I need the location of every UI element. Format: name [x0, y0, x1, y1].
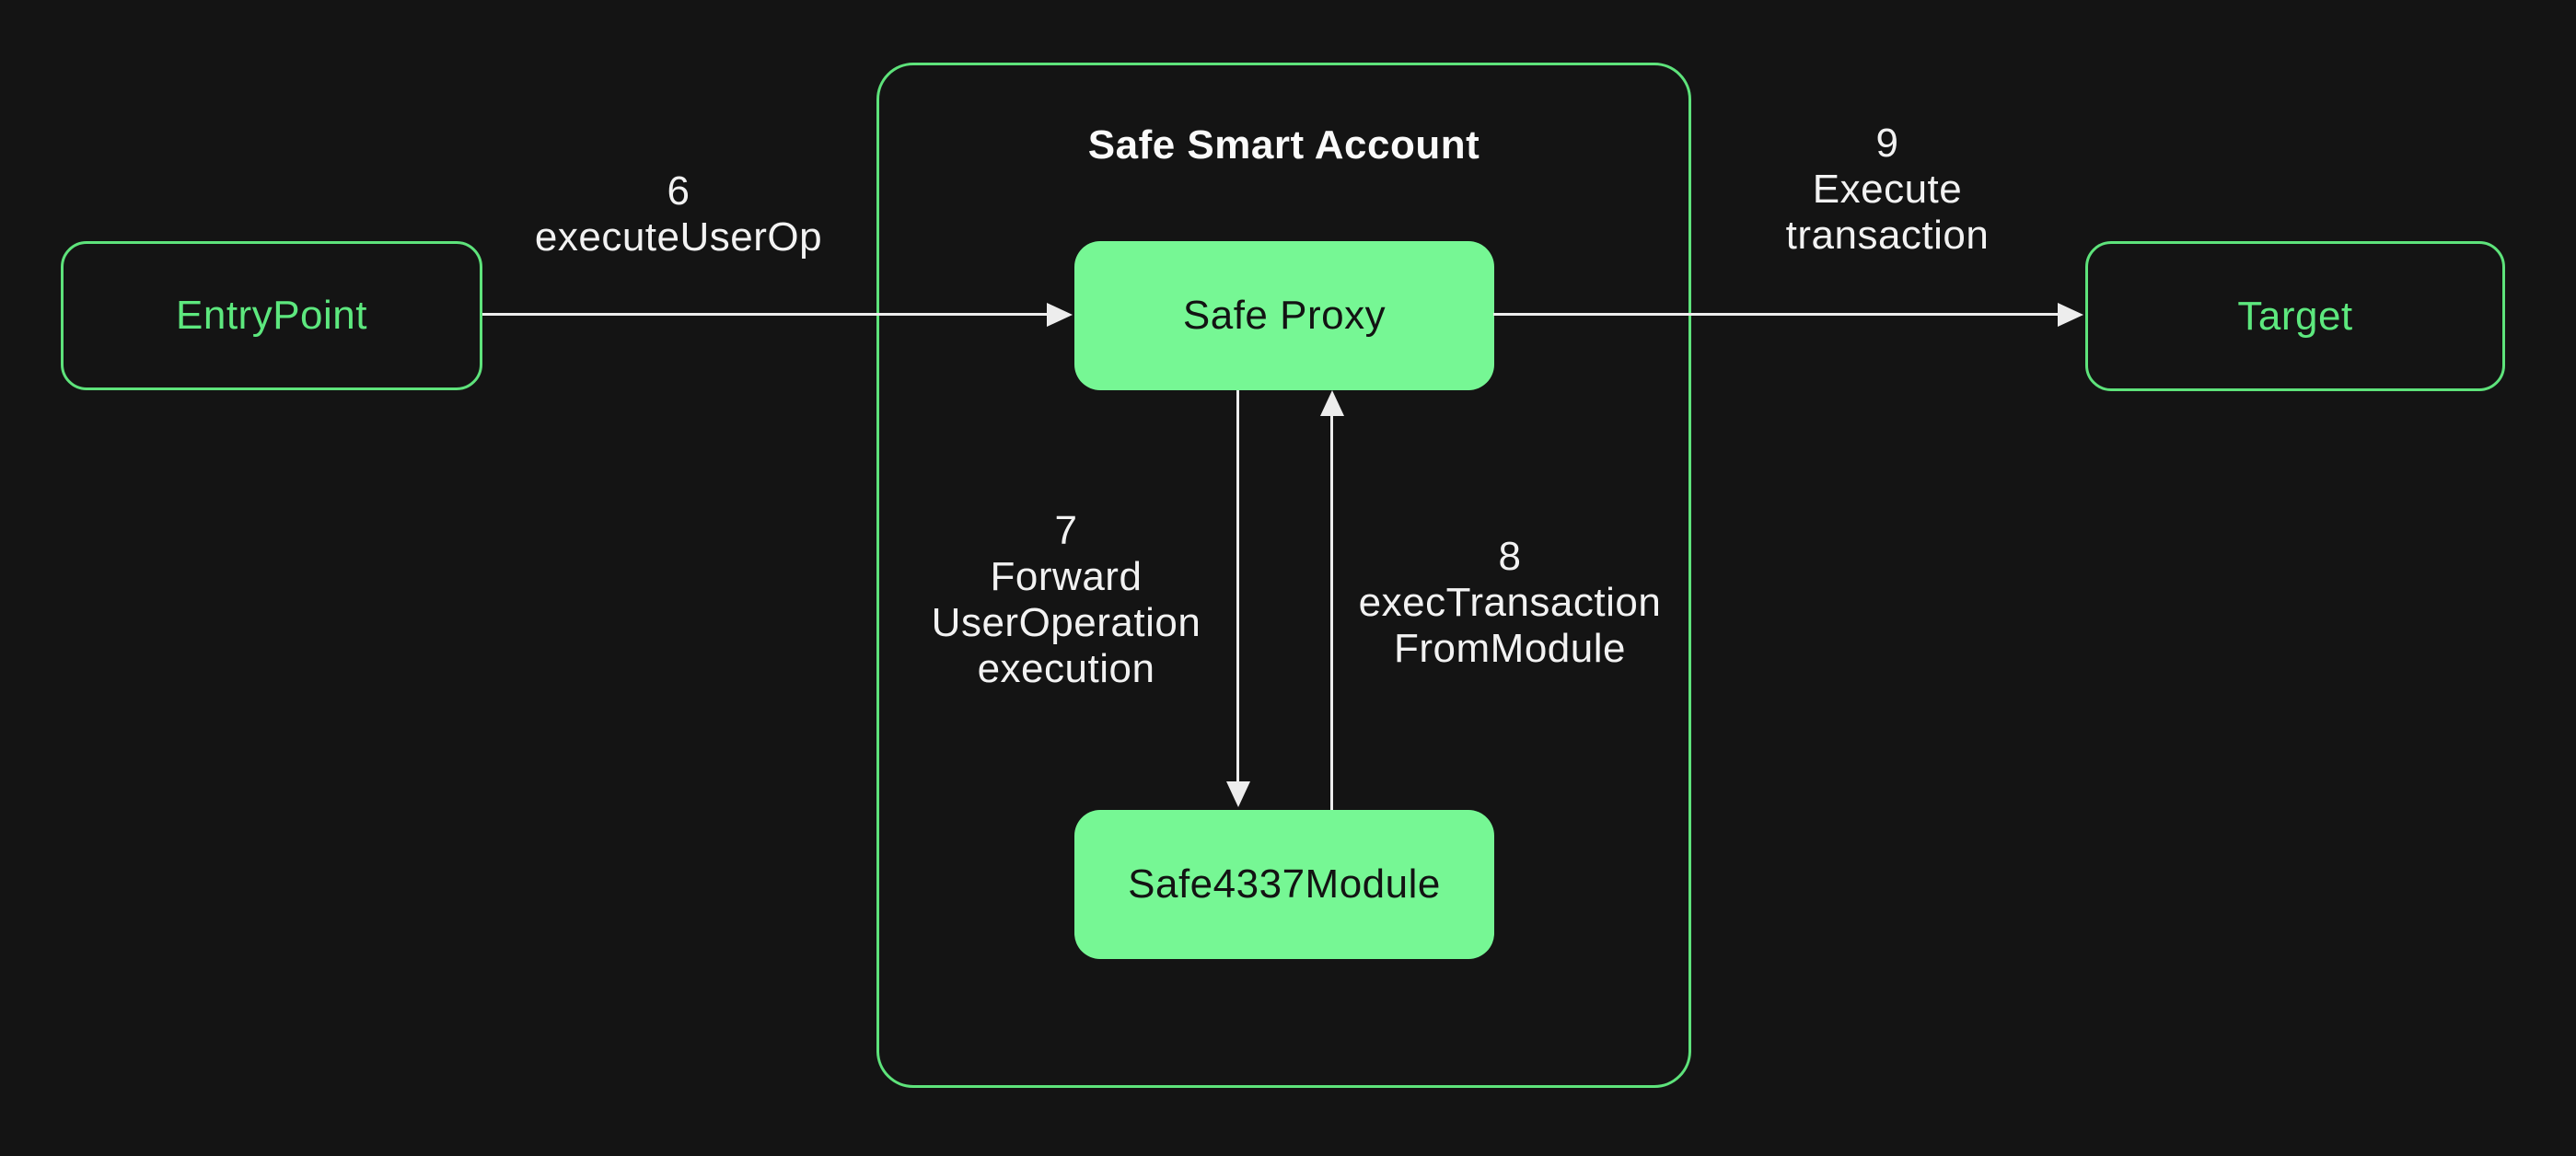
edge-9-step-number: 9	[1875, 121, 1899, 166]
edge-8-line	[1330, 416, 1333, 810]
edge-6-line	[482, 313, 1049, 316]
edge-8-arrowhead-up-icon	[1320, 390, 1344, 416]
safe-proxy-node-label: Safe Proxy	[1182, 293, 1387, 338]
edge-6-label-line: executeUserOp	[534, 214, 823, 260]
edge-7-label-line: Forward	[990, 554, 1143, 599]
edge-8-label-line: execTransaction	[1358, 580, 1662, 625]
entrypoint-node-label: EntryPoint	[176, 293, 367, 338]
target-node: Target	[2085, 241, 2505, 391]
safe-proxy-node: Safe Proxy	[1074, 241, 1494, 390]
edge-6-step-number: 6	[667, 168, 690, 214]
entrypoint-node: EntryPoint	[61, 241, 482, 390]
edge-7-line	[1236, 390, 1239, 781]
edge-9-label-line: transaction	[1785, 213, 1990, 258]
edge-9-label-line: Execute	[1812, 167, 1963, 212]
edge-8-label-line: FromModule	[1394, 626, 1626, 671]
cluster-title: Safe Smart Account	[1087, 122, 1480, 168]
edge-6-label: 6 executeUserOp	[535, 168, 822, 260]
edge-7-arrowhead-down-icon	[1226, 781, 1250, 807]
edge-9-line	[1493, 313, 2058, 316]
edge-7-step-number: 7	[1054, 508, 1078, 553]
safe-smart-account-container: Safe Smart Account	[876, 63, 1691, 1088]
edge-8-step-number: 8	[1498, 534, 1522, 579]
edge-7-label: 7 Forward UserOperation execution	[932, 508, 1201, 692]
safe4337module-node-label: Safe4337Module	[1128, 861, 1441, 907]
edge-7-label-line: UserOperation	[931, 600, 1201, 645]
edge-9-arrowhead-right-icon	[2058, 303, 2083, 327]
target-node-label: Target	[2237, 293, 2353, 339]
edge-9-label: 9 Execute transaction	[1786, 121, 1990, 259]
edge-7-label-line: execution	[977, 646, 1155, 691]
safe4337module-node: Safe4337Module	[1074, 810, 1494, 959]
edge-6-arrowhead-right-icon	[1047, 303, 1073, 327]
edge-8-label: 8 execTransaction FromModule	[1359, 534, 1662, 672]
